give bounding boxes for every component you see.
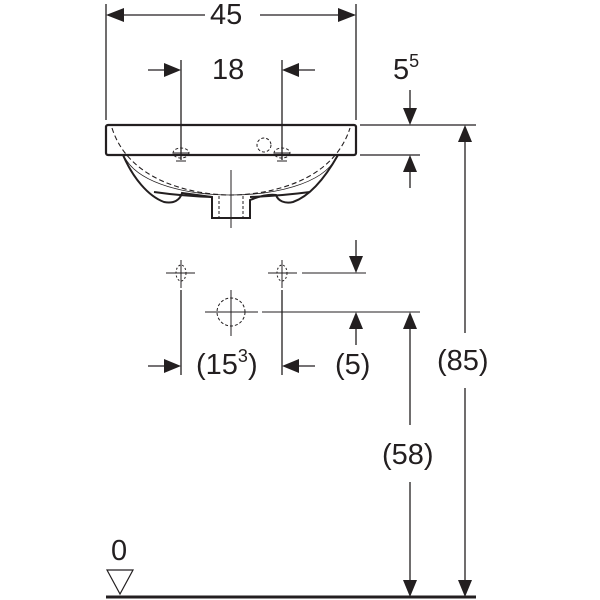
supply-spacing-dimension bbox=[148, 290, 315, 375]
waste-height-dimension bbox=[403, 312, 417, 597]
rim-height-base: 5 bbox=[393, 54, 410, 86]
rim-height-sup: 5 bbox=[409, 51, 420, 71]
total-height-label: (85) bbox=[437, 345, 489, 377]
rim-height-label: 55 bbox=[393, 52, 419, 86]
supply-spacing-label: (153) bbox=[196, 347, 258, 381]
rim-height-dimension bbox=[360, 90, 476, 188]
tap-spacing-dimension bbox=[148, 60, 315, 160]
supply-spacing-close: ) bbox=[247, 349, 258, 381]
supply-markers bbox=[166, 260, 420, 336]
tap-spacing-label: 18 bbox=[212, 54, 245, 86]
floor-level-symbol bbox=[105, 569, 135, 596]
waste-outlet bbox=[218, 170, 244, 228]
basin-rim bbox=[104, 123, 358, 157]
floor-level-label: 0 bbox=[111, 535, 128, 567]
width-dimension bbox=[105, 4, 357, 120]
supply-offset-dimension bbox=[349, 240, 363, 345]
total-height-dimension bbox=[458, 125, 472, 597]
overall-width-label: 45 bbox=[210, 0, 243, 31]
supply-offset-label: (5) bbox=[335, 349, 371, 381]
supply-spacing-base: (15 bbox=[196, 349, 238, 381]
tap-hole-markers bbox=[172, 137, 291, 162]
waste-height-label: (58) bbox=[382, 439, 434, 471]
supply-spacing-sup: 3 bbox=[237, 346, 248, 366]
